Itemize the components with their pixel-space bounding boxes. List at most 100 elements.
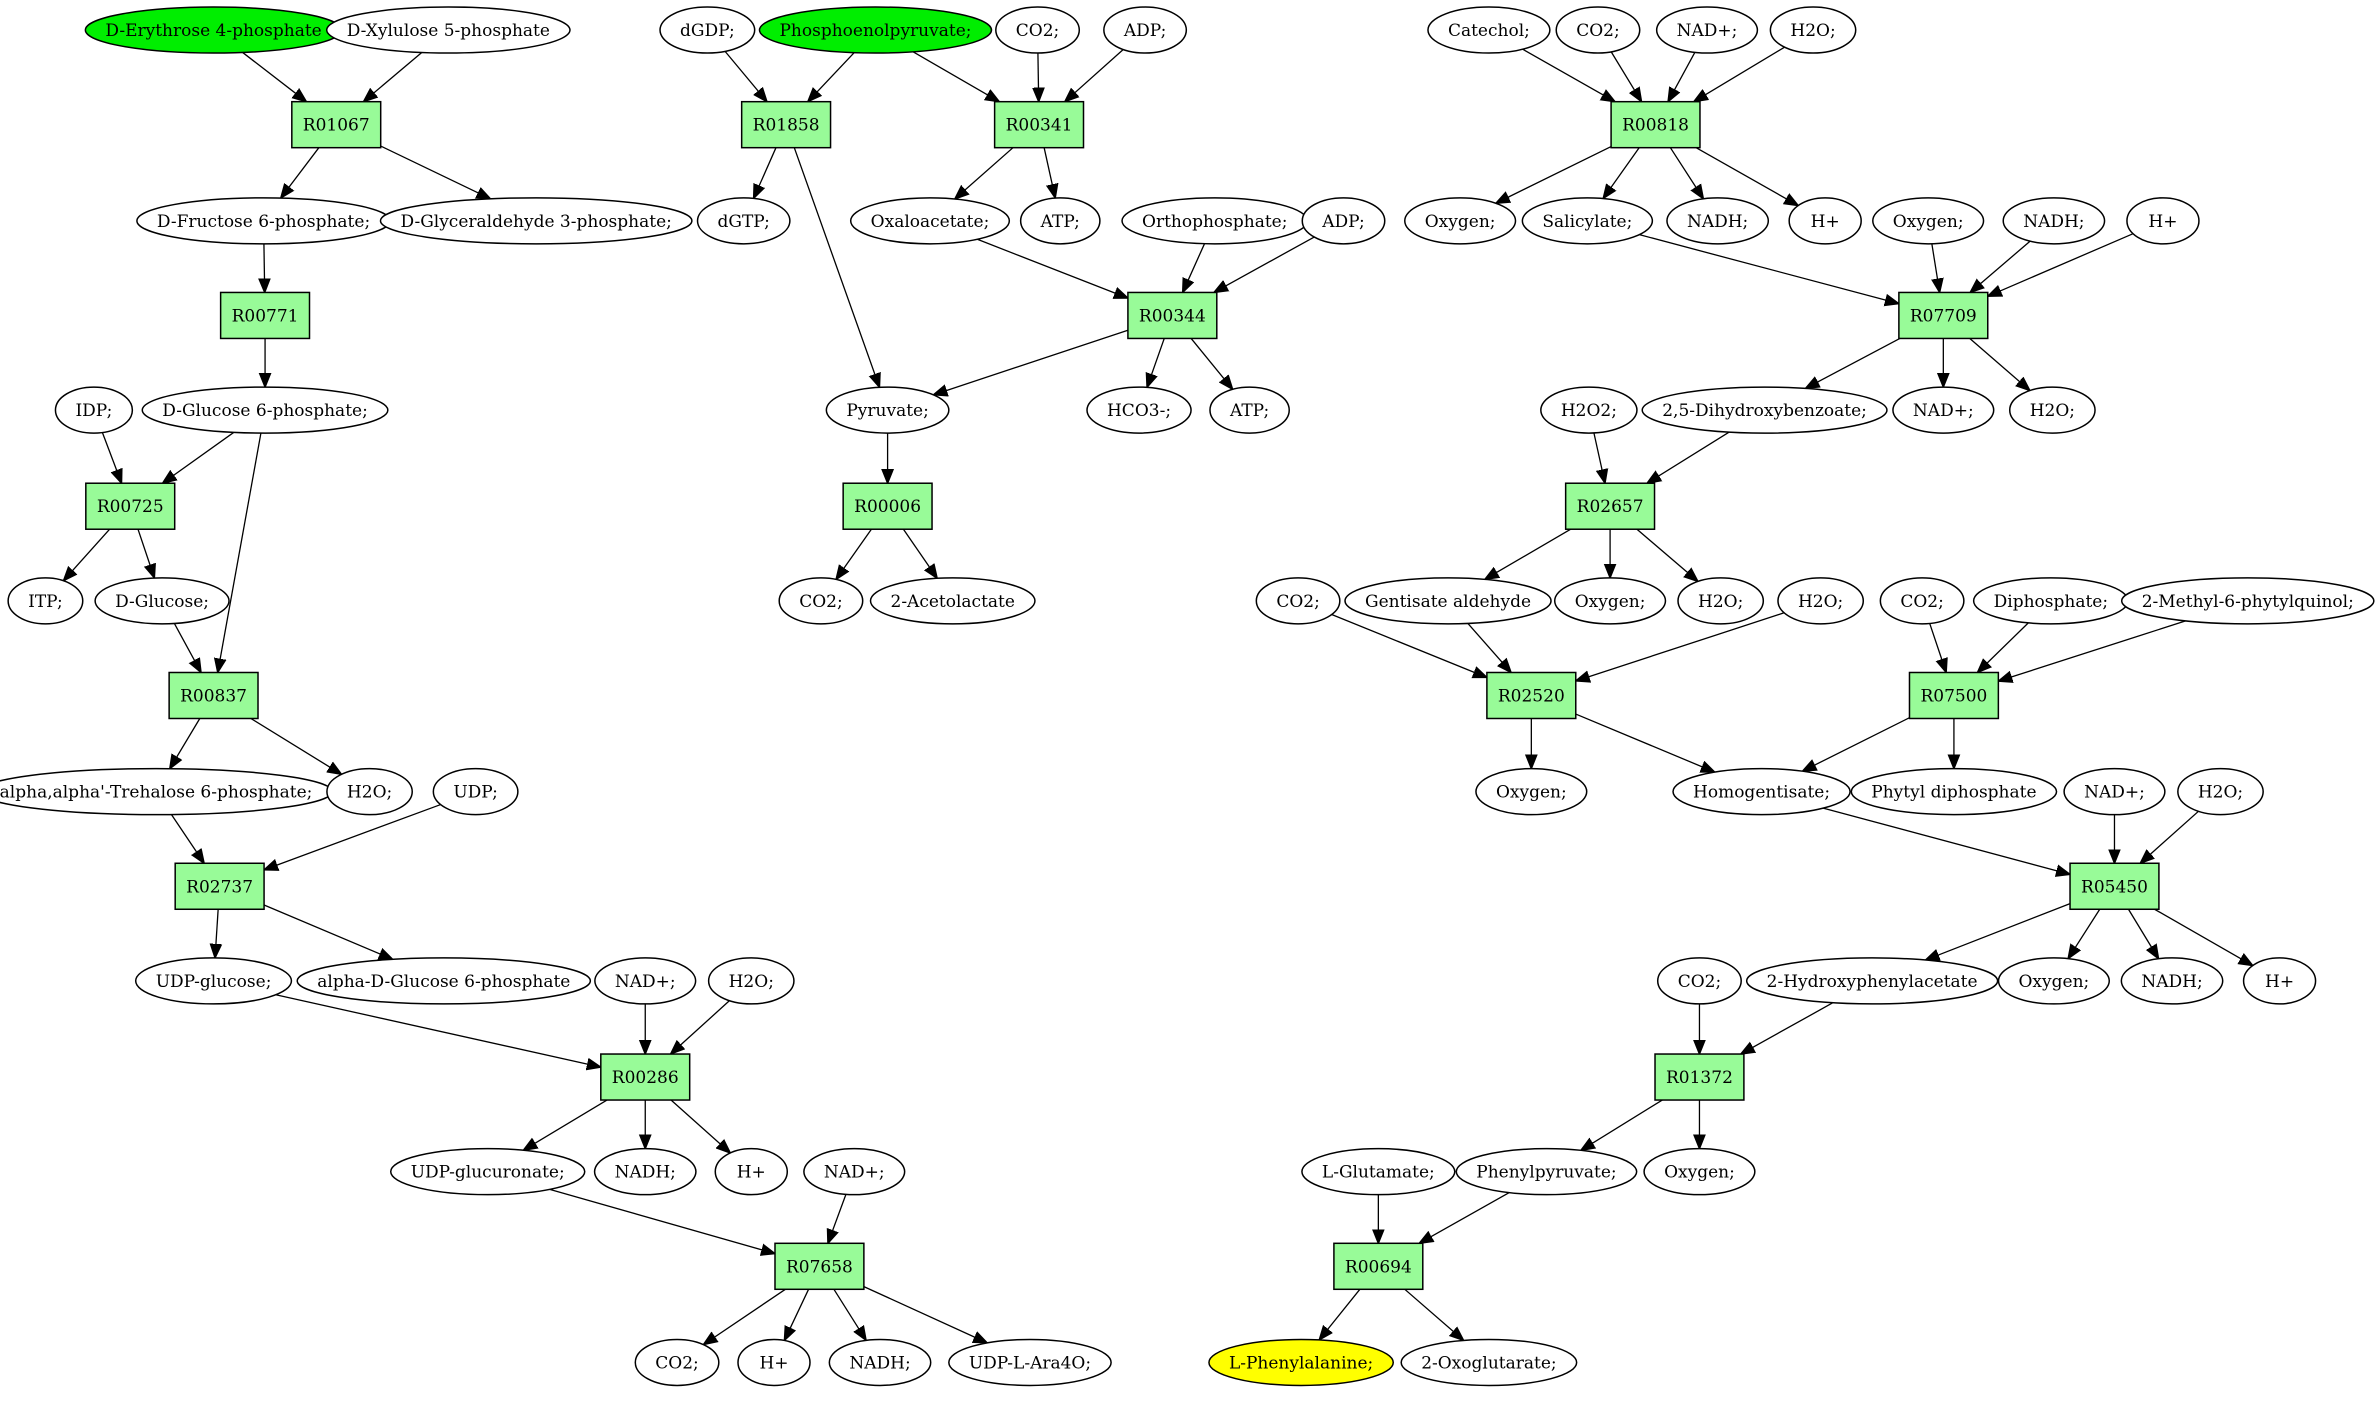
reaction-box: [1654, 1053, 1745, 1101]
compound-node-c-udp: UDP;: [432, 767, 519, 816]
edge-c-h2o-b-to-r00286: [671, 1000, 730, 1054]
compound-ellipse: [828, 1338, 932, 1387]
compound-ellipse: [2063, 767, 2166, 816]
compound-node-c-g6p: D-Glucose 6-phosphate;: [141, 386, 389, 434]
compound-ellipse: [1019, 197, 1101, 245]
compound-ellipse: [1745, 957, 1999, 1005]
compound-ellipse: [758, 6, 993, 54]
node-label: R07709: [1910, 306, 1977, 326]
edge-r07658-to-c-udpara: [863, 1286, 987, 1343]
edge-c-nadh-d-to-r07709: [1970, 240, 2031, 292]
compound-node-c-f6p: D-Fructose 6-phosphate;: [136, 197, 391, 245]
node-label: R00344: [1139, 306, 1206, 326]
reaction-box: [1486, 671, 1577, 720]
node-label: H2O;: [347, 783, 392, 803]
edge-c-mpq-to-r07500: [1998, 620, 2186, 681]
edge-c-idp-to-r00725: [101, 432, 121, 484]
compound-node-c-co2-f: CO2;: [1879, 577, 1965, 625]
edge-r00341-to-c-oaa: [955, 147, 1014, 199]
node-label: Gentisate aldehyde: [1365, 592, 1531, 612]
edge-c-t6p-to-r02737: [170, 814, 204, 864]
reaction-box: [1610, 100, 1701, 149]
node-label: UDP;: [453, 783, 498, 803]
compound-ellipse: [94, 577, 230, 625]
edges-layer: [63, 46, 2252, 1344]
compound-ellipse: [1777, 577, 1865, 625]
compound-node-c-glu: L-Glutamate;: [1301, 1147, 1456, 1196]
compound-node-c-h2o-c: H2O;: [1769, 6, 1857, 54]
node-label: Phenylpyruvate;: [1476, 1163, 1616, 1183]
node-label: R00006: [854, 497, 921, 517]
compound-ellipse: [1427, 6, 1551, 54]
node-label: ADP;: [1123, 21, 1166, 41]
compound-node-c-nadh-a: NADH;: [593, 1147, 697, 1196]
compound-ellipse: [1344, 577, 1552, 625]
edge-r00818-to-c-o2-a: [1496, 145, 1612, 204]
compound-node-c-hp-c: H+: [1788, 197, 1862, 245]
edge-r07709-to-c-dhb: [1806, 337, 1901, 388]
reaction-node-r01858: R01858: [740, 100, 832, 149]
compound-ellipse: [1879, 577, 1965, 625]
edge-c-pep-to-r00341: [912, 51, 999, 102]
compound-node-c-ppy: Phenylpyruvate;: [1455, 1147, 1638, 1196]
compound-node-c-ppi: Diphosphate;: [1972, 577, 2129, 625]
compound-node-c-pep: Phosphoenolpyruvate;: [758, 6, 993, 54]
compound-ellipse: [1655, 6, 1759, 54]
edge-c-hpa-to-r01372: [1741, 1002, 1834, 1054]
compound-node-c-h2o-d: H2O;: [2008, 386, 2096, 434]
node-label: Oxygen;: [1575, 592, 1646, 612]
compound-node-c-phpp: Phytyl diphosphate: [1850, 767, 2058, 816]
node-label: Pyruvate;: [846, 401, 928, 421]
edge-c-hp-d-to-r07709: [1988, 233, 2134, 297]
edge-r01067-to-c-g3p: [380, 145, 491, 199]
edge-c-dhb-to-r02657: [1647, 431, 1730, 483]
node-label: Oxygen;: [1893, 212, 1964, 232]
node-label: R00837: [180, 686, 247, 706]
compound-ellipse: [1553, 577, 1667, 625]
reaction-node-r02657: R02657: [1564, 482, 1656, 530]
compound-node-c-hco3: HCO3-;: [1086, 386, 1192, 434]
compound-node-c-itp: ITP;: [7, 577, 84, 625]
compound-node-c-h2o2: H2O2;: [1540, 386, 1638, 434]
edge-c-h2o-g-to-r05450: [2140, 810, 2199, 863]
reaction-node-r00344: R00344: [1127, 291, 1218, 340]
compound-ellipse: [2120, 957, 2224, 1005]
node-label: R00771: [232, 306, 299, 326]
edge-r00694-to-c-akg: [1404, 1288, 1464, 1340]
edge-c-nad-c-to-r00818: [1668, 52, 1696, 101]
compound-ellipse: [7, 577, 84, 625]
compound-node-c-dhb: 2,5-Dihydroxybenzoate;: [1641, 386, 1888, 434]
node-label: D-Fructose 6-phosphate;: [157, 212, 370, 232]
node-label: D-Xylulose 5-phosphate: [347, 21, 550, 41]
compound-node-c-udpgla: UDP-glucuronate;: [389, 1147, 586, 1196]
compound-ellipse: [1769, 6, 1857, 54]
compound-node-c-h2o-e: H2O;: [1677, 577, 1765, 625]
compound-ellipse: [1656, 957, 1742, 1005]
node-label: ATP;: [1229, 401, 1269, 421]
edge-r00286-to-c-hp-a: [670, 1099, 730, 1153]
compound-ellipse: [1677, 577, 1765, 625]
reaction-box: [740, 100, 832, 149]
compound-node-c-udpglc: UDP-glucose;: [134, 957, 293, 1005]
compound-node-c-hpa: 2-Hydroxyphenylacetate: [1745, 957, 1999, 1005]
reaction-node-r00694: R00694: [1333, 1242, 1424, 1291]
reaction-node-r07658: R07658: [774, 1242, 865, 1291]
compound-node-c-udpara: UDP-L-Ara4O;: [948, 1338, 1112, 1387]
node-label: CO2;: [1276, 592, 1320, 612]
compound-node-c-h2o-f: H2O;: [1777, 577, 1865, 625]
node-label: D-Glyceraldehyde 3-phosphate;: [401, 212, 672, 232]
compound-ellipse: [803, 1147, 906, 1196]
compound-ellipse: [2120, 577, 2375, 625]
reaction-box: [1564, 482, 1656, 530]
reaction-node-r01067: R01067: [291, 100, 382, 149]
node-label: CO2;: [799, 592, 843, 612]
edge-r00725-to-c-glc: [137, 529, 154, 578]
edge-r02657-to-c-gald: [1485, 528, 1572, 579]
compound-ellipse: [2008, 386, 2096, 434]
edge-c-ppy-to-r00694: [1419, 1192, 1510, 1244]
node-label: H2O;: [1798, 592, 1843, 612]
node-label: NAD+;: [2084, 783, 2145, 803]
node-label: NADH;: [615, 1163, 676, 1183]
compound-node-c-hga: Homogentisate;: [1672, 767, 1851, 816]
edge-r07500-to-c-hga: [1802, 717, 1910, 772]
